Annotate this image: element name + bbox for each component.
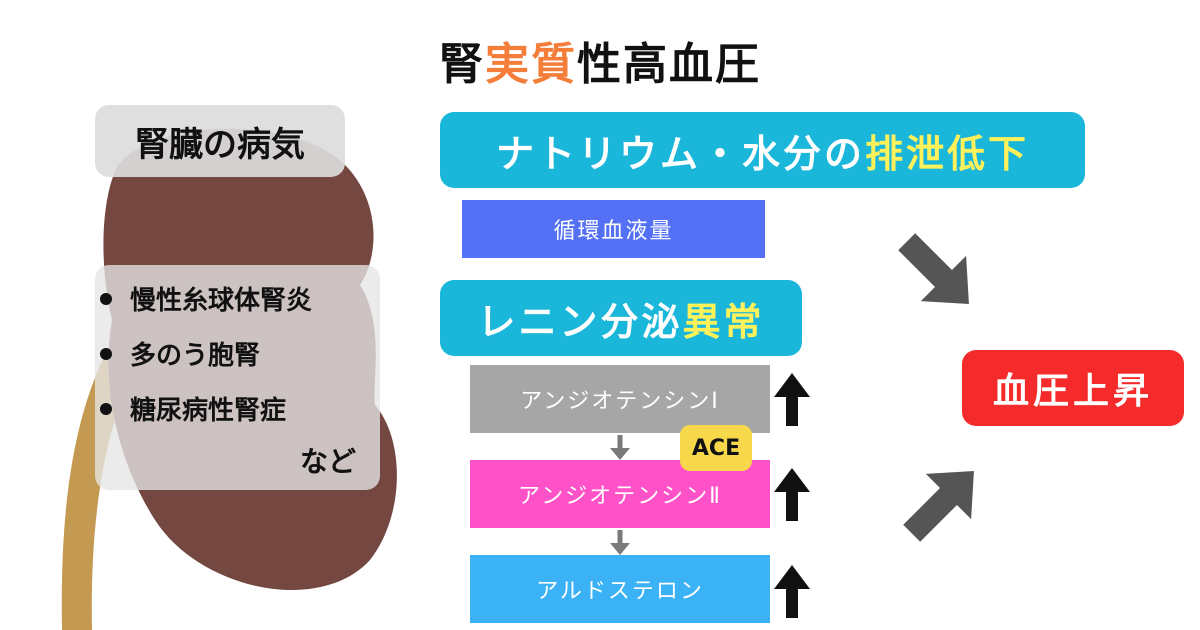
title-part1: 腎 [439,39,485,90]
diagonal-arrow-icon [903,471,974,542]
bullet-icon [100,292,112,305]
ureter [61,345,138,630]
etc-label: など [300,445,357,478]
down-arrow-icon [610,435,630,460]
diagonal-arrow-icon [898,233,969,304]
disease-item-label: 慢性糸球体腎炎 [130,286,313,316]
sodium-text: ナトリウム・水分の [495,131,865,176]
disease-item: 糖尿病性腎症 [100,390,286,427]
up-arrow-icon [774,373,810,426]
bullet-icon [100,347,112,360]
ace-badge: ACE [680,425,752,471]
renin-highlight: 異常 [682,299,765,344]
renin-text: レニン分泌 [477,299,683,344]
down-arrow-icon [610,530,630,555]
disease-item-label: 糖尿病性腎症 [130,396,287,426]
up-arrow-icon [774,565,810,618]
sodium-excretion-box: ナトリウム・水分の排泄低下 [440,112,1085,188]
title-part3: 性高血圧 [577,39,761,90]
angiotensin1-box: アンジオテンシンⅠ [470,365,770,433]
blood-volume-box: 循環血液量 [462,200,765,258]
aldosterone-box: アルドステロン [470,555,770,623]
sodium-highlight: 排泄低下 [865,131,1030,176]
angiotensin2-box: アンジオテンシンⅡ [470,460,770,528]
up-arrow-icon [774,468,810,521]
disease-item: 多のう胞腎 [100,335,260,372]
renin-secretion-box: レニン分泌異常 [440,280,802,356]
disease-item: 慢性糸球体腎炎 [100,280,312,317]
blood-pressure-rise-box: 血圧上昇 [962,350,1184,426]
disease-item-label: 多のう胞腎 [130,341,261,371]
page-title: 腎実質性高血圧 [0,28,1200,92]
kidney-disease-label: 腎臓の病気 [95,105,345,177]
disease-list-box [95,265,380,490]
bullet-icon [100,402,112,415]
title-part2: 実質 [485,39,577,90]
